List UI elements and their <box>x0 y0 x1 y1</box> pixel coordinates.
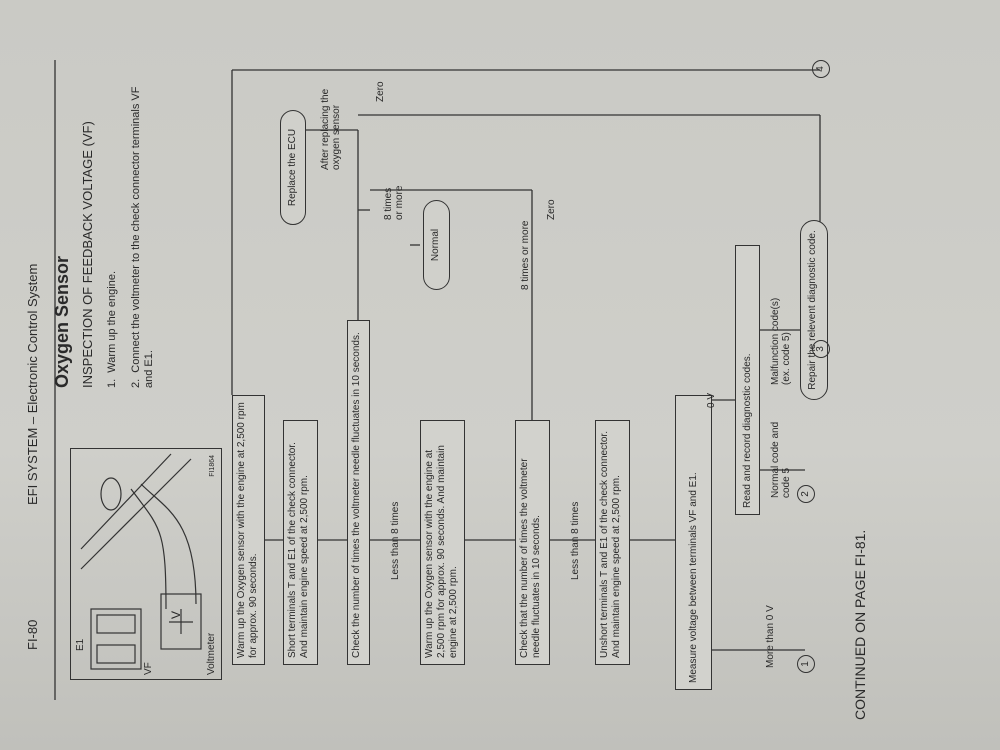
zero-volt-label: 0 V <box>706 392 717 408</box>
connector-circle-4: 4 <box>812 60 830 78</box>
step-read-codes-box: Read and record diagnostic codes. <box>735 245 760 515</box>
step-warmup-2-box: Warm up the Oxygen sensor with the engin… <box>420 420 465 665</box>
eight-or-more-label: 8 times or more <box>520 220 531 290</box>
after-replacing-label: After replacing the oxygen sensor <box>320 88 342 170</box>
continued-footer: CONTINUED ON PAGE FI-81. <box>852 529 868 720</box>
step-2: 2. Connect the voltmeter to the check co… <box>130 68 156 388</box>
section-title: EFI SYSTEM – Electronic Control System <box>25 263 40 505</box>
e1-label: E1 <box>75 638 86 651</box>
step-check-fluctuation-box: Check the number of times the voltmeter … <box>347 320 370 665</box>
connector-circle-1: 1 <box>797 655 815 673</box>
normal-terminal: Normal <box>423 200 450 290</box>
more-than-0v-label: More than 0 V <box>765 605 776 668</box>
engine-connector-illustration <box>80 453 202 670</box>
less-than-8-label-2: Less than 8 times <box>570 501 581 580</box>
step-unshort-box: Unshort terminals T and E1 of the check … <box>595 420 630 665</box>
eight-or-more-label-2: 8 times or more <box>383 185 405 220</box>
step-number: 1. <box>106 378 118 388</box>
page-title: Oxygen Sensor <box>52 255 72 388</box>
zero-label-2: Zero <box>375 81 386 102</box>
figure-code: FI1864 <box>209 455 216 477</box>
malfunction-code-label: Malfunction code(s) (ex. code 5) <box>770 297 792 385</box>
step-text: Warm up the engine. <box>106 270 118 373</box>
step-short-terminals-box: Short terminals T and E1 of the check co… <box>283 420 318 665</box>
zero-label: Zero <box>546 199 557 220</box>
normal-code-label: Normal code and code 5 <box>770 421 792 498</box>
step-measure-voltage-box: Measure voltage between terminals VF and… <box>675 395 712 690</box>
less-than-8-label: Less than 8 times <box>390 501 401 580</box>
replace-ecu-terminal: Replace the ECU <box>280 110 306 225</box>
voltmeter-label: Voltmeter <box>206 632 217 675</box>
step-text: Connect the voltmeter to the check conne… <box>130 86 155 388</box>
page-number: FI-80 <box>25 619 40 650</box>
step-number: 2. <box>130 378 142 388</box>
vf-label: VF <box>143 662 154 675</box>
repair-code-terminal: Repair the relevent diagnostic code. <box>800 220 828 400</box>
connector-circle-3: 3 <box>812 340 830 358</box>
v-label: V <box>169 610 183 619</box>
step-1: 1. Warm up the engine. <box>106 271 118 388</box>
step-check-fluctuation-2-box: Check that the number of times the voltm… <box>515 420 550 665</box>
page-subtitle: INSPECTION OF FEEDBACK VOLTAGE (VF) <box>80 121 95 388</box>
figure-voltmeter-connection: E1 VF V Voltmeter FI1864 <box>70 448 222 680</box>
step-warmup-box: Warm up the Oxygen sensor with the engin… <box>232 395 265 665</box>
connector-circle-2: 2 <box>797 485 815 503</box>
